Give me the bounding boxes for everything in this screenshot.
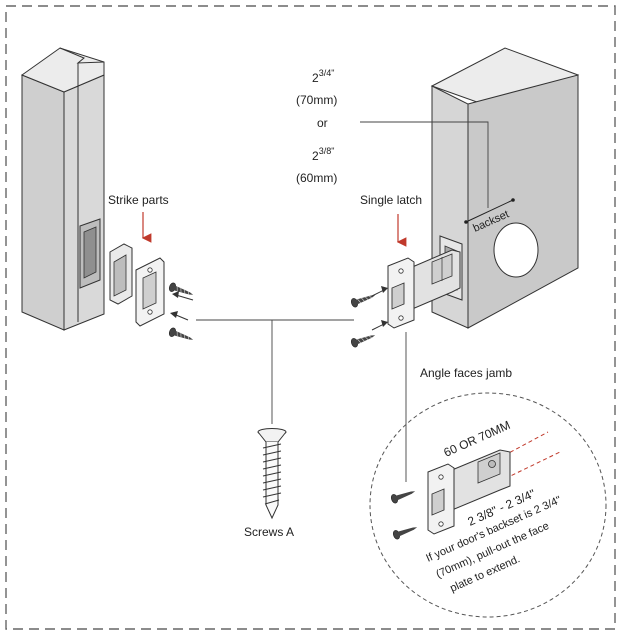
option2-mm: (60mm) xyxy=(296,171,337,185)
angle-faces-jamb-label: Angle faces jamb xyxy=(420,366,512,380)
outer-frame xyxy=(5,5,616,630)
strike-screw-top xyxy=(168,282,194,295)
latch-screw-bottom xyxy=(350,335,376,348)
detail-callout: 60 OR 70MM 2 3/8" - 2 3/4" If your door'… xyxy=(369,392,607,618)
or-label: or xyxy=(317,116,328,130)
option1-whole: 2 xyxy=(312,71,319,85)
svg-text:23/4": 23/4" xyxy=(312,68,334,85)
single-latch-label: Single latch xyxy=(360,193,422,207)
strike-screw-bottom xyxy=(168,327,194,340)
door-jamb xyxy=(20,47,105,331)
latch-screw-top xyxy=(350,295,376,308)
strike-arrow-top xyxy=(175,294,194,301)
screws-a-label: Screws A xyxy=(244,525,294,539)
option1-mm: (70mm) xyxy=(296,93,337,107)
latch-assembly xyxy=(387,249,461,329)
strike-box xyxy=(109,243,133,305)
strike-plate xyxy=(135,257,165,327)
option2-whole: 2 xyxy=(312,149,319,163)
backset-options: 23/4" (70mm) or 23/8" (60mm) xyxy=(296,68,337,185)
strike-arrow-bottom xyxy=(175,314,189,321)
latch-arrow-top xyxy=(371,289,385,297)
svg-text:23/8": 23/8" xyxy=(312,146,334,163)
latch-arrow-bottom xyxy=(371,323,385,331)
option2-fraction: 3/8" xyxy=(319,146,335,156)
option1-fraction: 3/4" xyxy=(319,68,335,78)
cross-bore-hole xyxy=(493,222,539,278)
strike-parts-label: Strike parts xyxy=(108,193,169,207)
screw-a-icon xyxy=(257,428,287,520)
